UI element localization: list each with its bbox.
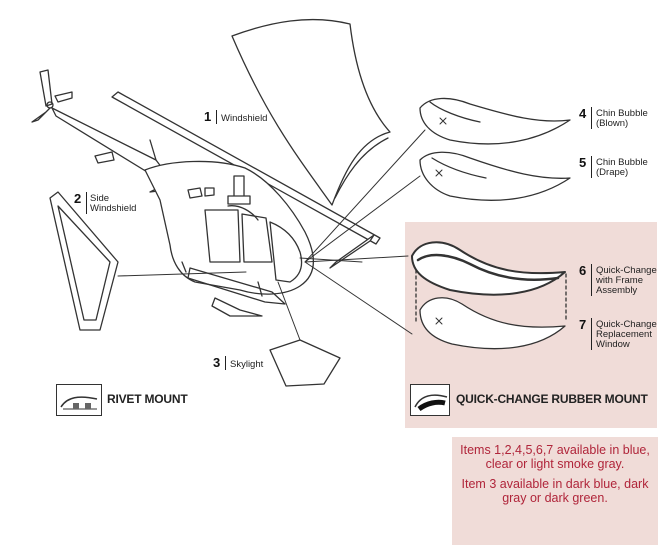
part-7-label-line3: Window <box>596 340 657 350</box>
part-1-divider <box>216 110 217 124</box>
part-3-label: Skylight <box>230 360 263 370</box>
tail-rotor <box>32 70 72 122</box>
part-2-label: Side Windshield <box>90 194 136 214</box>
rubber-mount-icon <box>410 384 450 416</box>
quick-change-mount-label: QUICK-CHANGE RUBBER MOUNT <box>456 392 648 406</box>
part-6-divider <box>591 264 592 296</box>
part-6-label-line3: Assembly <box>596 286 657 296</box>
rivet-mount-label: RIVET MOUNT <box>107 392 187 406</box>
part-1-label: Windshield <box>221 114 267 124</box>
part-3-number: 3 <box>213 355 220 370</box>
part-7-divider <box>591 318 592 350</box>
chin-bubble-drape <box>420 152 570 200</box>
part-4-label: Chin Bubble (Blown) <box>596 109 648 129</box>
part-4-label-line2: (Blown) <box>596 119 648 129</box>
quick-change-frame <box>412 242 565 294</box>
availability-note-line2: Item 3 available in dark blue, dark gray… <box>458 477 652 505</box>
availability-note-line1: Items 1,2,4,5,6,7 available in blue, cle… <box>458 443 652 471</box>
skylight-part <box>270 340 340 386</box>
part-4-number: 4 <box>579 106 586 121</box>
part-6-number: 6 <box>579 263 586 278</box>
part-5-divider <box>591 156 592 178</box>
part-5-number: 5 <box>579 155 586 170</box>
part-6-label: Quick-Change with Frame Assembly <box>596 266 657 296</box>
rivet-mount-icon <box>56 384 102 416</box>
availability-note: Items 1,2,4,5,6,7 available in blue, cle… <box>452 437 658 545</box>
part-3-divider <box>225 356 226 370</box>
part-5-label: Chin Bubble (Drape) <box>596 158 648 178</box>
part-7-label: Quick-Change Replacement Window <box>596 320 657 350</box>
rotor-blade-back <box>330 235 374 268</box>
part-4-divider <box>591 107 592 129</box>
part-2-label-line2: Windshield <box>90 204 136 214</box>
part-1-number: 1 <box>204 109 211 124</box>
part-5-label-line2: (Drape) <box>596 168 648 178</box>
part-7-number: 7 <box>579 317 586 332</box>
part-2-divider <box>86 192 87 214</box>
part-2-number: 2 <box>74 191 81 206</box>
